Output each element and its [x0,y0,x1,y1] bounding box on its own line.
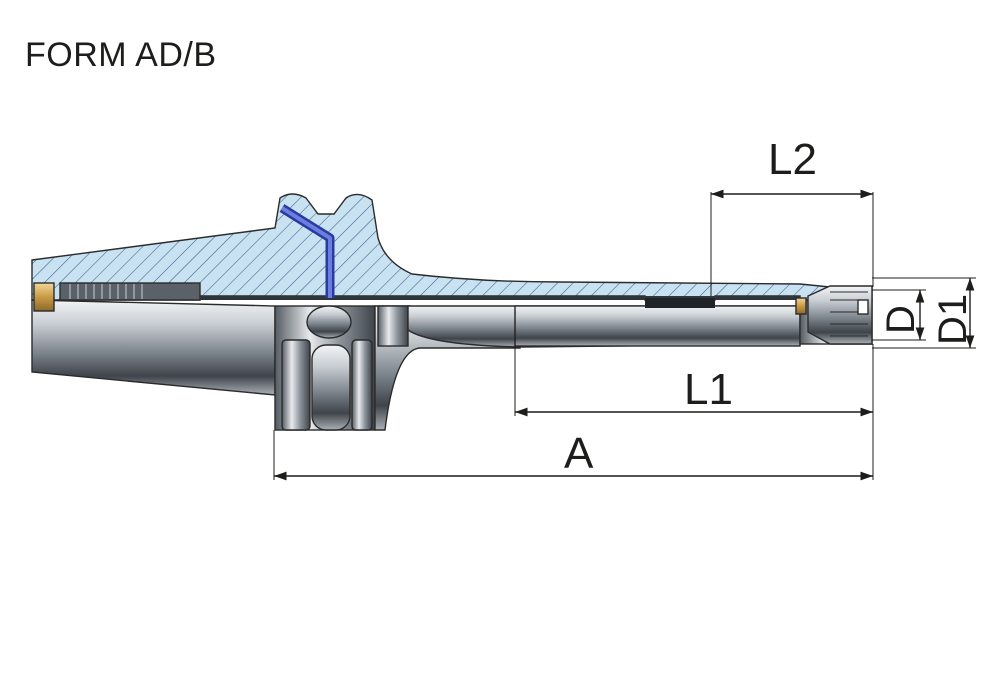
taper-shank [31,299,276,396]
label-a: A [564,429,594,478]
dimension-l2: L2 [710,135,874,296]
drive-slot [306,305,352,339]
brass-ring-back [33,282,55,312]
label-l2: L2 [768,135,817,184]
adjust-thread [645,298,715,308]
label-d: D [879,305,923,334]
brass-ring-front [795,297,807,315]
extension-step [514,305,801,347]
flange-groove-right [351,339,373,431]
upper-section-view [31,193,873,345]
label-d1: D1 [931,294,975,345]
dimension-d: D [872,289,926,341]
collet [807,285,873,345]
dimension-a: A [273,416,874,481]
label-l1: L1 [684,365,733,414]
dimension-l1: L1 [514,310,874,417]
inner-bore [200,296,800,300]
neck-ring [377,305,409,347]
threaded-bore [59,282,201,301]
flange-groove-mid [311,344,351,431]
lower-external-view [31,299,873,431]
flange-groove-left [281,339,311,431]
page-title: FORM AD/B [25,36,217,74]
dimension-d1: D1 [872,277,976,349]
